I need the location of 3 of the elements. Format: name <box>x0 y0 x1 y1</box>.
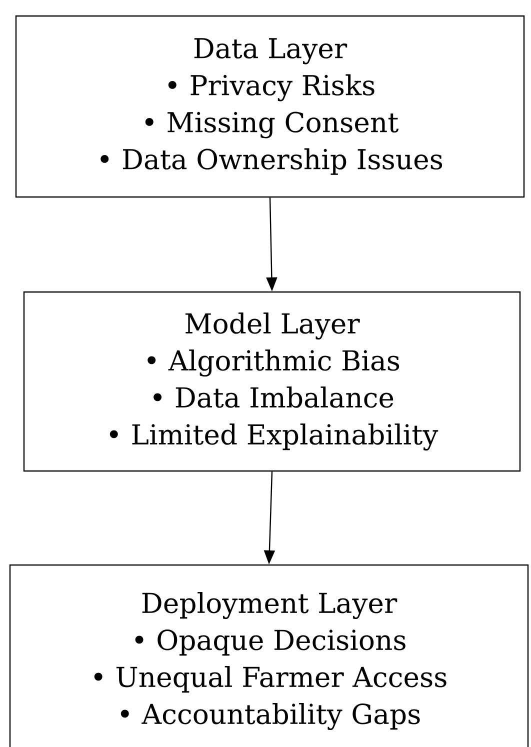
layer-box: Model Layer • Algorithmic Bias • Data Imbalance • Limited Explainability <box>23 291 521 472</box>
layer-box: Deployment Layer • Opaque Decisions • Unequal Farmer Access • Accountability Gaps <box>9 564 529 747</box>
layer-box: Data Layer • Privacy Risks • Missing Consent • Data Ownership Issues <box>15 15 525 198</box>
